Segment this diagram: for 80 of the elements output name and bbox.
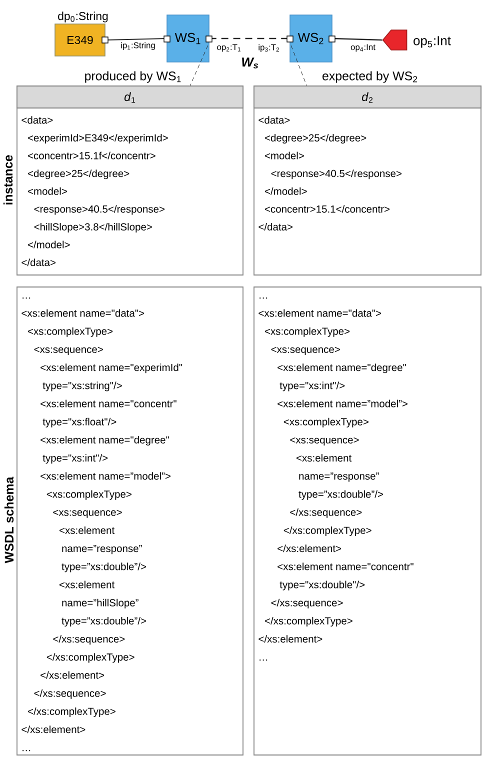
code-line: </data> xyxy=(22,258,56,266)
code-line: <xs:complexType> xyxy=(28,327,113,337)
code-line: <xs:sequence> xyxy=(34,346,103,356)
code-line: </xs:sequence> xyxy=(34,689,106,699)
code-line: … xyxy=(22,298,30,299)
code-line: <xs:sequence> xyxy=(271,346,340,356)
code-line: </xs:complexType> xyxy=(28,707,116,718)
code-line: </xs:element> xyxy=(258,635,322,643)
code-line: </data> xyxy=(258,222,292,230)
pentagon-shape xyxy=(382,30,408,50)
code-line: <response>40.5</response> xyxy=(34,205,164,215)
service-box: WS$_{2}$ xyxy=(290,14,332,62)
port-label: op$_{2}$:T$_{1}$ xyxy=(217,44,240,52)
code-line: <model> xyxy=(265,152,304,160)
workflow-label: W$_{s}$ xyxy=(242,58,258,68)
code-line: <data> xyxy=(258,116,290,124)
edge-label: expected by WS$_{2}$ xyxy=(322,71,418,83)
header-cell: d$_{1}$ xyxy=(16,86,244,108)
code-line: <xs:sequence> xyxy=(53,510,122,518)
code-line: <xs:element xyxy=(60,526,115,534)
code-line: <xs:element name="experimId" xyxy=(40,364,182,374)
code-line: <concentr>15.1f</concentr> xyxy=(28,152,156,160)
code-line: … xyxy=(260,298,268,299)
port-label: op$_{4}$:Int xyxy=(350,44,376,52)
code-line: </xs:element> xyxy=(40,671,104,679)
code-line: </xs:sequence> xyxy=(271,598,343,608)
code-line: <response>40.5</response> xyxy=(271,170,402,180)
code-line: <concentr>15.1</concentr> xyxy=(265,205,390,213)
code-line: name=”response” xyxy=(299,472,379,482)
code-line: </xs:complexType> xyxy=(265,616,352,627)
code-line: <degree>25</degree> xyxy=(28,170,130,180)
code-line: type=”xs:double”/> xyxy=(62,616,146,627)
code-line: <xs:element xyxy=(60,580,115,588)
code-line: <xs:element name="concentr" xyxy=(278,562,414,570)
leader-line xyxy=(290,45,307,86)
code-line: type="xs:double"/> xyxy=(280,580,365,590)
code-line: type=”xs:double”/> xyxy=(298,490,383,500)
code-line: name=”hillSlope” xyxy=(62,598,138,608)
code-line: <experimId>E349</experimId> xyxy=(28,134,168,144)
node-caption: op$_{5}$:Int xyxy=(414,36,451,48)
code-line: </xs:complexType> xyxy=(46,653,134,663)
code-line: name=”response” xyxy=(62,544,142,554)
code-line: </model> xyxy=(28,240,70,248)
header-cell: d$_{2}$ xyxy=(254,86,482,108)
code-line: type=”xs:double”/> xyxy=(62,562,146,572)
code-line: </xs:sequence> xyxy=(290,508,362,518)
code-line: <xs:element name="data"> xyxy=(258,309,382,317)
code-line: … xyxy=(22,750,30,752)
code-line: <xs:element name=”model”> xyxy=(40,472,170,480)
code-line: <xs:complexType> xyxy=(265,327,350,337)
code-line: <degree>25</degree> xyxy=(265,134,366,144)
code-line: <xs:sequence> xyxy=(290,437,359,446)
service-box: WS$_{1}$ xyxy=(166,14,210,62)
node-caption: dp$_{0}$:String xyxy=(58,12,108,22)
code-line: <xs:element name=”model”> xyxy=(278,400,408,408)
code-line: type="xs:string"/> xyxy=(42,382,122,392)
code-line: <model> xyxy=(28,187,67,195)
code-line: <xs:element name="data"> xyxy=(22,309,144,317)
port-label: ip$_{1}$:String xyxy=(121,42,155,50)
code-line: </xs:complexType> xyxy=(284,526,372,536)
code-line: <xs:complexType> xyxy=(284,418,368,428)
code-line: type="xs:int"/> xyxy=(42,454,108,464)
edge-label: produced by WS$_{1}$ xyxy=(85,71,181,83)
port-label: ip$_{3}$:T$_{2}$ xyxy=(258,44,280,52)
code-line: <xs:complexType> xyxy=(46,490,132,500)
code-line: type="xs:float"/> xyxy=(42,418,116,428)
code-line: <xs:element xyxy=(296,454,352,462)
code-line: </xs:sequence> xyxy=(53,635,125,645)
code-line: <data> xyxy=(22,116,53,124)
code-line: <xs:element name="concentr" xyxy=(40,400,176,408)
code-line: <xs:element name="degree" xyxy=(40,436,169,446)
code-line: </xs:element> xyxy=(278,544,342,552)
leader-line xyxy=(190,45,208,86)
code-line: <xs:element name="degree" xyxy=(278,364,406,374)
code-line: </xs:element> xyxy=(22,726,86,734)
value-box: E349 xyxy=(54,24,106,56)
code-line: <hillSlope>3.8</hillSlope> xyxy=(34,222,152,233)
code-line: … xyxy=(260,660,268,661)
code-line: type="xs:int"/> xyxy=(280,382,345,392)
code-line: </model> xyxy=(265,187,307,195)
